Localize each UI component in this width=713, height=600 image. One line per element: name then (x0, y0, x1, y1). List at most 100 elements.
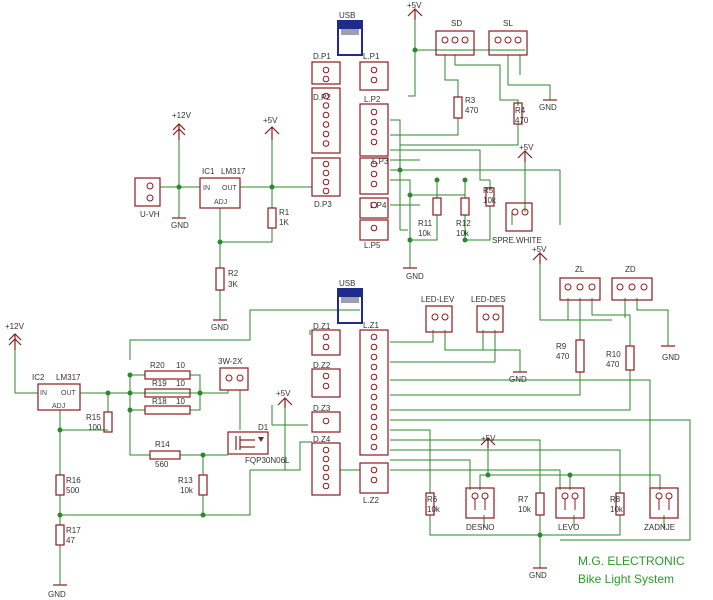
supply-label: +5V (532, 245, 547, 254)
gnd-r11: GND (403, 267, 424, 281)
connector-dz1: D.Z1 (311, 322, 341, 356)
resistor-r11: R11 10k (418, 197, 442, 238)
connector-sl: SL (488, 19, 528, 56)
resistor-r5: R5 10k (483, 186, 497, 207)
connector-pin (322, 92, 330, 100)
resistor-value: 10k (610, 505, 624, 514)
connector-pin (370, 363, 378, 371)
connector-lp4: L.P4 (359, 197, 389, 219)
mosfet-d1: D1 FQP30N06L (227, 423, 290, 465)
connector-label: L.P2 (364, 95, 381, 104)
connector-pin (370, 393, 378, 401)
connector-label: L.P5 (364, 241, 381, 250)
resistor-r7: R7 10k (518, 492, 545, 516)
resistor-value: 100 (88, 423, 102, 432)
ic-pin-in: IN (203, 185, 210, 192)
connector-pin (322, 75, 330, 83)
connector-pin (322, 372, 330, 380)
connector-pin (322, 464, 330, 472)
gnd-label: GND (406, 272, 424, 281)
ic-part: LM317 (56, 373, 81, 382)
connector-label: LED-LEV (421, 295, 455, 304)
connector-pin (370, 128, 378, 136)
supply-p5-top: +5V (263, 116, 280, 140)
lp-pins (370, 66, 378, 232)
connector-pin (370, 403, 378, 411)
resistor-r1: R1 1K (267, 207, 290, 229)
connector-dz3: D.Z3 (311, 404, 341, 433)
supply-p5-spre: +5V (517, 143, 534, 162)
connector-pin (370, 333, 378, 341)
ic-name: IC1 (202, 167, 215, 176)
connector-label: U-VH (140, 210, 160, 219)
connector-pin (370, 66, 378, 74)
connector-label: D.Z4 (313, 435, 331, 444)
resistor-r14: R14 560 (149, 440, 181, 469)
resistor-name: R1 (279, 208, 290, 217)
gnd-label: GND (662, 353, 680, 362)
connector-pin (370, 201, 378, 209)
connector-pin (322, 455, 330, 463)
connector-pin (370, 476, 378, 484)
connector-dp2: D.P2 (311, 87, 341, 154)
connector-lp3: L.P3 (359, 157, 389, 195)
connector-pin (370, 443, 378, 451)
connector-pin (370, 466, 378, 474)
connector-pin (322, 343, 330, 351)
resistor-r3: R3 470 (453, 96, 479, 119)
resistor-value: 470 (606, 360, 620, 369)
connector-pin (370, 118, 378, 126)
supply-p5-lz: +5V (276, 389, 293, 408)
resistor-name: R3 (465, 96, 476, 105)
resistor-value: 10k (427, 505, 441, 514)
supply-label: +5V (519, 143, 534, 152)
connector-label: ZL (575, 265, 585, 274)
connector-led-des: LED-DES (471, 295, 506, 333)
connector-desno: DESNO (465, 487, 495, 532)
connector-pin (370, 160, 378, 168)
connector-pin (322, 111, 330, 119)
connector-pin (322, 140, 330, 147)
resistor-r4: R4 470 (513, 102, 529, 125)
resistor-name: R2 (228, 269, 239, 278)
gnd-label: GND (48, 590, 66, 599)
connector-pin (370, 353, 378, 361)
connector-pin (370, 433, 378, 441)
resistor-value: 10 (176, 361, 185, 370)
lz-pins (370, 333, 378, 484)
resistor-value: 47 (66, 536, 75, 545)
connector-led-lev: LED-LEV (421, 295, 455, 333)
resistor-r8: R8 10k (610, 492, 625, 516)
connector-label: SL (503, 19, 513, 28)
connector-pin (322, 169, 330, 177)
connector-label: D.Z1 (313, 322, 331, 331)
connector-pin (322, 160, 330, 168)
connector-pin (322, 66, 330, 74)
supply-label: +12V (172, 111, 192, 120)
resistor-name: R19 (152, 379, 167, 388)
connector-lp2: L.P2 (359, 95, 389, 157)
ic2-regulator: IC2 LM317 IN OUT ADJ (32, 373, 81, 411)
resistor-r16: R16 500 (55, 474, 81, 496)
resistor-name: R14 (155, 440, 170, 449)
ic-pin-adj: ADJ (214, 199, 227, 206)
ic-pin-in: IN (40, 390, 47, 397)
resistor-r19: R19 10 (144, 379, 191, 398)
connector-pin (322, 187, 330, 195)
connector-sd: SD (435, 19, 475, 56)
supply-p5-sd: +5V (407, 1, 423, 20)
wires (14, 18, 691, 585)
resistor-r2: R2 3K (215, 267, 239, 291)
connector-label: L.P3 (372, 157, 389, 166)
ic-pin-out: OUT (222, 185, 238, 192)
connector-lp1: L.P1 (359, 52, 389, 91)
connector-pin (370, 413, 378, 421)
connector-label: L.P4 (370, 201, 387, 210)
connector-label: LEVO (558, 523, 579, 532)
connector-label: ZD (625, 265, 636, 274)
resistor-value: 470 (515, 116, 529, 125)
connector-pin (322, 130, 330, 138)
resistor-name: R11 (418, 219, 433, 228)
dp-pins (322, 66, 330, 195)
connector-dz4: D.Z4 (311, 435, 341, 496)
